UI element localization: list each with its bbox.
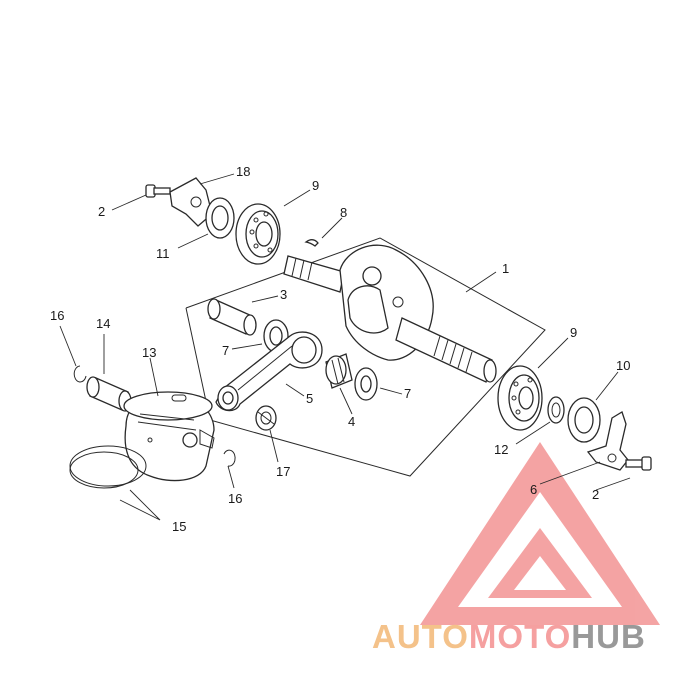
watermark-text-moto: MOTO — [469, 618, 571, 655]
spacer-ring — [547, 396, 565, 424]
callout-17: 17 — [276, 464, 290, 479]
callout-labels: 1 2 2 3 4 5 6 7 7 8 9 9 10 11 12 13 14 1… — [50, 164, 630, 534]
left-oil-seal — [205, 197, 235, 239]
callout-8: 8 — [340, 205, 347, 220]
crank-pin — [207, 298, 257, 336]
piston-rings — [69, 445, 147, 489]
watermark-text: AUTOMOTOHUB — [372, 618, 646, 655]
callout-7: 7 — [404, 386, 411, 401]
watermark-text-hub: HUB — [571, 618, 646, 655]
right-bolt — [625, 456, 652, 471]
circlip-right — [223, 449, 236, 467]
callout-3: 3 — [280, 287, 287, 302]
right-main-bearing — [497, 365, 543, 431]
callout-9: 9 — [312, 178, 319, 193]
callout-14: 14 — [96, 316, 110, 331]
left-bolt — [145, 184, 171, 198]
callout-16: 16 — [228, 491, 242, 506]
callout-5: 5 — [306, 391, 313, 406]
watermark-logo — [420, 442, 660, 625]
circlip-left — [73, 365, 87, 383]
watermark-text-auto: AUTO — [372, 618, 469, 655]
callout-2: 2 — [592, 487, 599, 502]
callout-9: 9 — [570, 325, 577, 340]
leader-lines — [59, 173, 631, 521]
right-bracket — [586, 411, 629, 471]
big-end-bearing — [325, 353, 353, 389]
connecting-rod — [215, 331, 323, 412]
callout-11: 11 — [156, 246, 170, 261]
callout-7: 7 — [222, 343, 229, 358]
callout-15: 15 — [172, 519, 186, 534]
piston-pin — [86, 376, 132, 412]
callout-6: 6 — [530, 482, 537, 497]
callout-12: 12 — [494, 442, 508, 457]
small-end-bearing — [255, 405, 277, 431]
thrust-washer-right — [354, 367, 378, 401]
callout-18: 18 — [236, 164, 250, 179]
callout-16: 16 — [50, 308, 64, 323]
left-bracket — [169, 177, 213, 227]
right-oil-seal — [567, 397, 601, 443]
callout-2: 2 — [98, 204, 105, 219]
callout-4: 4 — [348, 414, 355, 429]
callout-1: 1 — [502, 261, 509, 276]
crankshaft — [283, 244, 497, 383]
piston — [123, 391, 215, 482]
watermark-triangle-cut — [514, 556, 566, 590]
left-main-bearing — [235, 203, 281, 265]
callout-13: 13 — [142, 345, 156, 360]
callout-10: 10 — [616, 358, 630, 373]
woodruff-key — [304, 239, 319, 247]
